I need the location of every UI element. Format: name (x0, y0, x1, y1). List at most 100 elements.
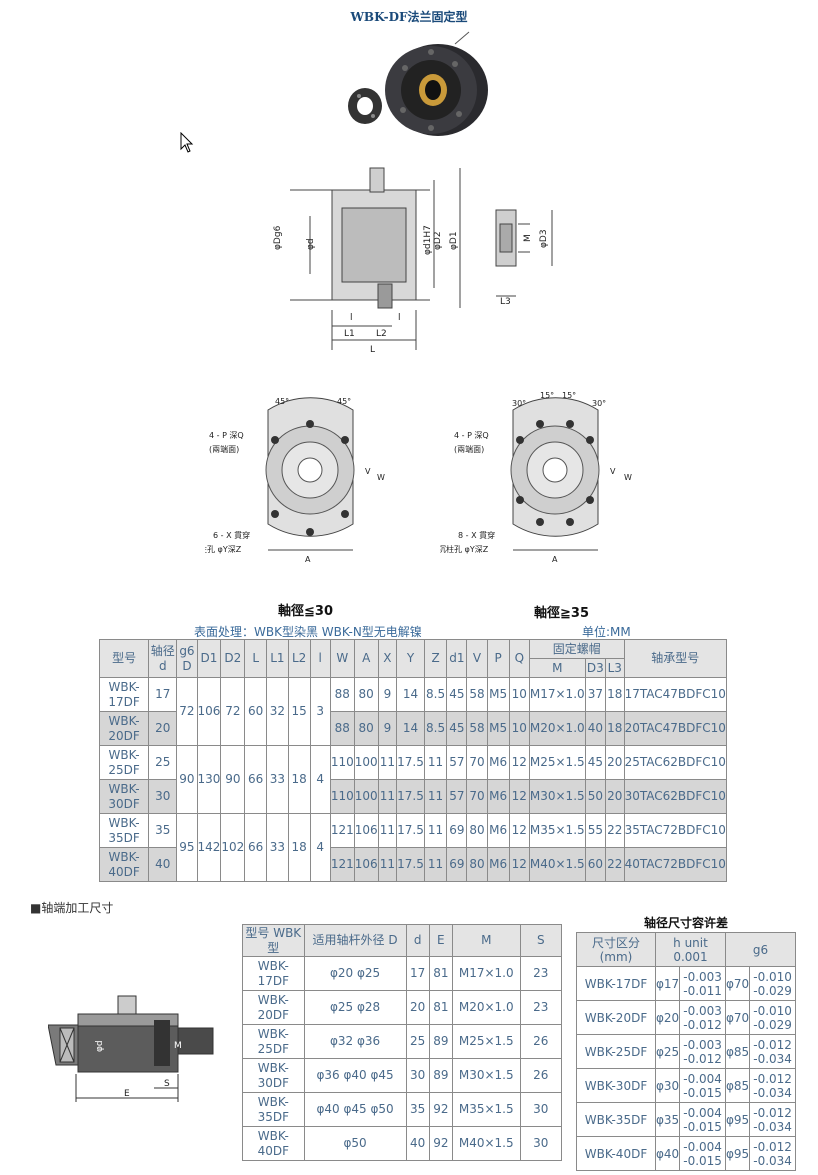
col-A: A (353, 639, 379, 678)
caption-right: 軸徑≧35 (534, 606, 589, 621)
label-30-left: 30° (512, 399, 526, 408)
col-shaft-S: S (519, 924, 563, 957)
label-d3: φD3 (539, 229, 549, 248)
product-photo (343, 28, 493, 138)
col-nut: 固定螺帽 (528, 639, 625, 659)
label-p-hole: 4 - P 深Q (209, 431, 244, 440)
label-d1h7: φd1H7 (423, 225, 433, 255)
label-d1: φD1 (449, 231, 459, 250)
label-l3: L3 (500, 297, 511, 307)
table-row: WBK-25DF 25 90 130 90 66 33 18 4 110 100… (98, 745, 728, 814)
label-W: W (377, 473, 385, 482)
label-shaft-d: φd (95, 1040, 105, 1052)
label-A-2: A (552, 555, 558, 564)
spec-table: 型号 轴径d g6 D D1 D2 L L1 L2 l W A X Y Z d1… (98, 639, 728, 882)
label-V: V (365, 467, 371, 476)
label-8x: 8 - X 貫穿 (458, 530, 495, 540)
col-shaft-M: M (451, 924, 521, 957)
label-shaft-m: M (174, 1041, 182, 1051)
label-d: φd (306, 238, 316, 250)
label-s: S (164, 1079, 170, 1089)
col-L2: L2 (287, 639, 311, 678)
label-W-2: W (624, 473, 632, 482)
col-shaft-E: E (428, 924, 453, 957)
col-tol-size: 尺寸区分 (mm) (576, 932, 656, 967)
label-l-right: l (398, 313, 401, 323)
section-drawing: φDg6 φd φd1H7 φD2 φD1 l l L1 L2 L (273, 167, 461, 355)
label-d2: φD2 (433, 231, 443, 250)
col-Z: Z (423, 639, 448, 678)
label-e: E (124, 1089, 130, 1099)
col-X: X (377, 639, 398, 678)
col-L: L (244, 639, 268, 678)
caption-left: 軸徑≦30 (278, 604, 333, 619)
label-l: l (350, 313, 353, 323)
front-view-right: 30° 15° 15° 30° 4 - P 深Q (兩端面) 8 - X 貫穿 … (440, 391, 632, 564)
col-tol-g6: g6 (725, 932, 796, 967)
col-P: P (486, 639, 510, 678)
col-shaft-d: d (405, 924, 430, 957)
label-dg6: φDg6 (273, 225, 283, 250)
label-counterbore: 沉柱孔 φY深Z (205, 544, 242, 554)
col-nut-d3: D3 (584, 658, 607, 678)
label-45-right: 45° (337, 397, 351, 406)
label-30-right: 30° (592, 399, 606, 408)
page-title: WBK-DF法兰固定型 (350, 10, 468, 24)
col-D2: D2 (220, 639, 246, 678)
label-A: A (305, 555, 311, 564)
table-row: WBK-20DF 20 88 80 9 14 8.5 45 58 M5 10 M… (98, 711, 728, 746)
label-l1: L1 (344, 329, 355, 339)
col-V: V (466, 639, 488, 678)
col-nut-m: M (528, 658, 586, 678)
front-view-left: 45° 45° 4 - P 深Q (兩端面) 6 - X 貫穿 沉柱孔 φY深Z… (205, 397, 385, 564)
col-bearing: 轴承型号 (623, 639, 728, 678)
label-6x: 6 - X 貫穿 (213, 530, 250, 540)
col-shaft-model: 型号 WBK型 (242, 924, 305, 957)
table-row: WBK-40DF 40 121 106 11 17.5 11 69 80 M6 … (98, 847, 728, 882)
tolerance-title: 轴径尺寸容许差 (643, 916, 728, 930)
label-p-hole-2: 4 - P 深Q (454, 431, 489, 440)
table-row: WBK-35DF 35 95 142 102 66 33 18 4 121 10… (98, 813, 728, 882)
col-d: 轴径d (148, 639, 178, 678)
label-15-left: 15° (540, 391, 554, 400)
label-m: M (523, 234, 533, 242)
label-V-2: V (610, 467, 616, 476)
label-both-sides: (兩端面) (209, 444, 239, 454)
col-l: l (309, 639, 331, 678)
col-D1: D1 (196, 639, 222, 678)
col-Y: Y (396, 639, 425, 678)
shaft-end-drawing: φd M E S (48, 995, 214, 1102)
col-tol-h: h unit 0.001 (655, 932, 726, 967)
nut-drawing: M φD3 L3 (495, 209, 553, 307)
col-d1: d1 (446, 639, 468, 678)
label-45-left: 45° (275, 397, 289, 406)
col-D: g6 D (176, 639, 198, 678)
shaft-section-title: ■轴端加工尺寸 (30, 901, 114, 915)
unit-note: 单位:MM (582, 625, 631, 639)
label-L: L (370, 345, 375, 355)
label-both-sides-2: (兩端面) (454, 444, 484, 454)
col-nut-l3: L3 (605, 658, 625, 678)
col-W: W (329, 639, 355, 678)
surface-note: 表面处理：WBK型染黑 WBK-N型无电解镍 (194, 625, 422, 639)
label-15-right: 15° (562, 391, 576, 400)
col-Q: Q (508, 639, 530, 678)
col-L1: L1 (266, 639, 289, 678)
label-l2: L2 (376, 329, 387, 339)
col-shaft-D: 适用轴杆外径 D (303, 924, 407, 957)
table-row: WBK-30DF 30 110 100 11 17.5 11 57 70 M6 … (98, 779, 728, 814)
